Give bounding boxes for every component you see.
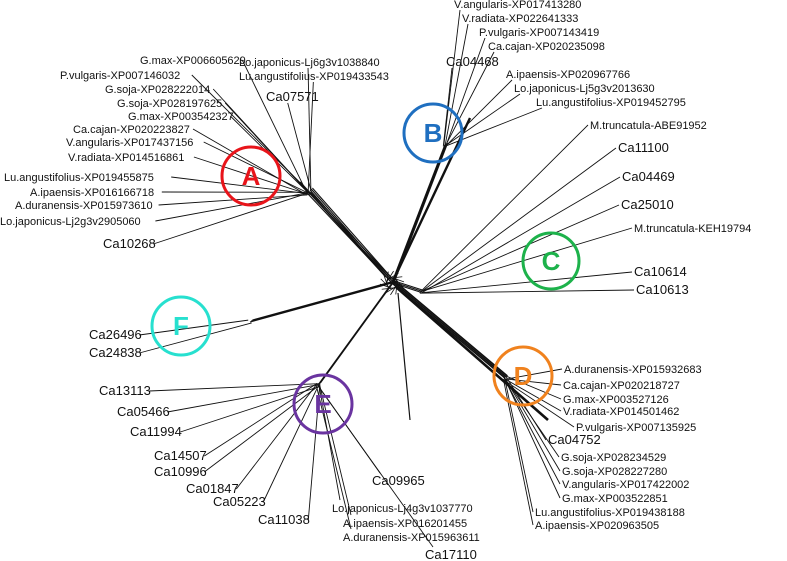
- leaf-label-lu-angustifolius-xp019433543: Lu.angustifolius-XP019433543: [239, 71, 389, 83]
- leaf-label-ca11100: Ca11100: [618, 140, 669, 155]
- leaf-label-v-radiata-xp014516861: V.radiata-XP014516861: [68, 152, 184, 164]
- leaf-labels: G.max-XP006605629P.vulgaris-XP007146032G…: [0, 0, 751, 561]
- leaf-label-ca-cajan-xp020218727: Ca.cajan-XP020218727: [563, 380, 680, 392]
- leaf-label-v-radiata-xp014501462: V.radiata-XP014501462: [563, 406, 679, 418]
- leaf-label-a-ipaensis-xp020967766: A.ipaensis-XP020967766: [506, 69, 630, 81]
- leaf-label-a-duranensis-xp015963611: A.duranensis-XP015963611: [343, 532, 480, 544]
- leaf-label-ca24838: Ca24838: [89, 345, 142, 360]
- branch-line: [251, 282, 393, 321]
- branch-line: [311, 189, 393, 282]
- leaf-label-p-vulgaris-xp007143419: P.vulgaris-XP007143419: [479, 27, 599, 39]
- branch-line: [300, 182, 386, 277]
- clade-d-letter: D: [514, 361, 533, 391]
- leaf-label-ca05466: Ca05466: [117, 404, 170, 419]
- leaf-label-lo-japonicus-lj2g3v2905060: Lo.japonicus-Lj2g3v2905060: [0, 216, 141, 228]
- leaf-label-v-radiata-xp022641333: V.radiata-XP022641333: [462, 13, 578, 25]
- leaf-label-ca26496: Ca26496: [89, 327, 142, 342]
- leaf-label-ca10996: Ca10996: [154, 464, 207, 479]
- leaf-label-m-truncatula-keh19794: M.truncatula-KEH19794: [634, 223, 751, 235]
- leaf-label-ca10268: Ca10268: [103, 236, 156, 251]
- leaf-label-ca14507: Ca14507: [154, 448, 207, 463]
- leaf-label-g-max-xp003542327: G.max-XP003542327: [128, 111, 234, 123]
- branch-line: [312, 188, 394, 281]
- leaf-label-ca11038: Ca11038: [258, 512, 310, 527]
- clade-b-letter: B: [424, 118, 443, 148]
- leaf-label-ca10613: Ca10613: [636, 282, 689, 297]
- branch-line: [320, 281, 394, 383]
- leaf-label-g-max-xp003527126: G.max-XP003527126: [563, 394, 669, 406]
- clade-markers: A B C D E F: [152, 104, 579, 433]
- leaf-label-ca05223: Ca05223: [213, 494, 266, 509]
- leaf-label-ca04752: Ca04752: [548, 432, 601, 447]
- leaf-label-ca09965: Ca09965: [372, 473, 425, 488]
- leaf-label-lu-angustifolius-xp019452795: Lu.angustifolius-XP019452795: [536, 97, 686, 109]
- leaf-label-g-soja-xp028234529: G.soja-XP028234529: [561, 452, 666, 464]
- leaf-label-a-duranensis-xp015973610: A.duranensis-XP015973610: [15, 200, 153, 212]
- leaf-label-lo-japonicus-lj4g3v1037770: Lo.japonicus-Lj4g3v1037770: [332, 503, 473, 515]
- leaf-label-ca11994: Ca11994: [130, 424, 182, 439]
- leaf-label-lu-angustifolius-xp019455875: Lu.angustifolius-XP019455875: [4, 172, 154, 184]
- leaf-label-a-ipaensis-xp016201455: A.ipaensis-XP016201455: [343, 518, 467, 530]
- clade-e-letter: E: [314, 389, 331, 419]
- leaf-label-v-angularis-xp017422002: V.angularis-XP017422002: [562, 479, 689, 491]
- leaf-label-a-duranensis-xp015932683: A.duranensis-XP015932683: [564, 364, 702, 376]
- leaf-label-ca17110: Ca17110: [425, 547, 477, 561]
- leaf-label-ca-cajan-xp020235098: Ca.cajan-XP020235098: [488, 41, 605, 53]
- leaf-label-lo-japonicus-lj6g3v1038840: Lo.japonicus-Lj6g3v1038840: [239, 57, 380, 69]
- leaf-label-g-soja-xp028227280: G.soja-XP028227280: [562, 466, 667, 478]
- leaf-label-ca25010: Ca25010: [621, 197, 674, 212]
- leaf-label-ca04468: Ca04468: [446, 54, 499, 69]
- leaf-label-a-ipaensis-xp020963505: A.ipaensis-XP020963505: [535, 520, 659, 532]
- leaf-label-ca-cajan-xp020223827: Ca.cajan-XP020223827: [73, 124, 190, 136]
- branch-line: [149, 384, 318, 391]
- branch-line: [393, 282, 506, 377]
- leaf-label-ca04469: Ca04469: [622, 169, 675, 184]
- branch-line: [420, 290, 634, 293]
- leaf-label-v-angularis-xp017413280: V.angularis-XP017413280: [454, 0, 581, 11]
- leaf-label-m-truncatula-abe91952: M.truncatula-ABE91952: [590, 120, 707, 132]
- leaf-label-a-ipaensis-xp016166718: A.ipaensis-XP016166718: [30, 187, 154, 199]
- leaf-label-g-soja-xp028197625: G.soja-XP028197625: [117, 98, 222, 110]
- leaf-label-ca07571: Ca07571: [266, 89, 319, 104]
- leaf-label-g-max-xp003522851: G.max-XP003522851: [562, 493, 668, 505]
- leaf-label-v-angularis-xp017437156: V.angularis-XP017437156: [66, 137, 193, 149]
- leaf-label-ca13113: Ca13113: [99, 383, 151, 398]
- leaf-label-lu-angustifolius-xp019438188: Lu.angustifolius-XP019438188: [535, 507, 685, 519]
- clade-f-letter: F: [173, 311, 189, 341]
- branch-line: [252, 281, 394, 320]
- branch-line: [250, 283, 392, 322]
- leaf-label-lo-japonicus-lj5g3v2013630: Lo.japonicus-Lj5g3v2013630: [514, 83, 655, 95]
- branch-line: [398, 293, 410, 420]
- branch-line: [394, 281, 507, 376]
- leaf-label-g-soja-xp028222014: G.soja-XP028222014: [105, 84, 210, 96]
- branch-line: [422, 177, 620, 293]
- clade-c-letter: C: [542, 246, 561, 276]
- clade-a-letter: A: [242, 161, 261, 191]
- leaf-label-p-vulgaris-xp007146032: P.vulgaris-XP007146032: [60, 70, 180, 82]
- branch-line: [422, 205, 619, 291]
- leaf-label-ca10614: Ca10614: [634, 264, 687, 279]
- leaf-label-g-max-xp006605629: G.max-XP006605629: [140, 55, 246, 67]
- branch-line: [421, 148, 616, 292]
